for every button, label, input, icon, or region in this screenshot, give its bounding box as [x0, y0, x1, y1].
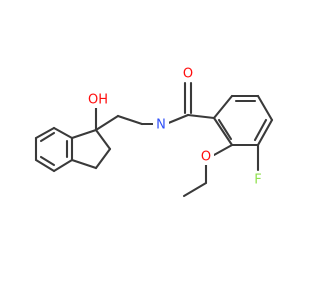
bond [256, 118, 274, 147]
bond [253, 118, 268, 142]
carbonyl-oxygen-label: O [183, 67, 193, 82]
bond [94, 114, 120, 132]
bond [39, 131, 56, 143]
bond [186, 113, 216, 120]
bond [39, 155, 56, 167]
bond [34, 158, 56, 173]
bond [70, 128, 98, 140]
molecule-structure: O N OH O F [34, 66, 274, 198]
hydroxyl-label: OH [88, 93, 108, 108]
atom-label-layer: O N OH O F [86, 66, 266, 188]
bond [164, 113, 190, 126]
label-background [86, 92, 110, 108]
bond [34, 126, 56, 140]
bond [212, 116, 234, 147]
bond [116, 114, 144, 126]
bond [52, 126, 74, 140]
label-background [250, 172, 266, 188]
bond [182, 181, 208, 198]
fluorine-label: F [254, 173, 261, 188]
structure-canvas: O N OH O F [34, 66, 274, 198]
nitrogen-label: N [156, 118, 166, 133]
bond [256, 94, 274, 122]
label-background [153, 117, 169, 133]
bond [94, 147, 112, 170]
ether-oxygen-label: O [201, 150, 211, 165]
bond [212, 94, 234, 120]
bond [70, 158, 98, 170]
bond-layer [34, 81, 274, 198]
label-background [180, 66, 196, 82]
bond [94, 128, 112, 151]
label-background [198, 149, 214, 165]
bond [52, 158, 74, 173]
bond [212, 143, 234, 157]
bond [217, 118, 233, 141]
